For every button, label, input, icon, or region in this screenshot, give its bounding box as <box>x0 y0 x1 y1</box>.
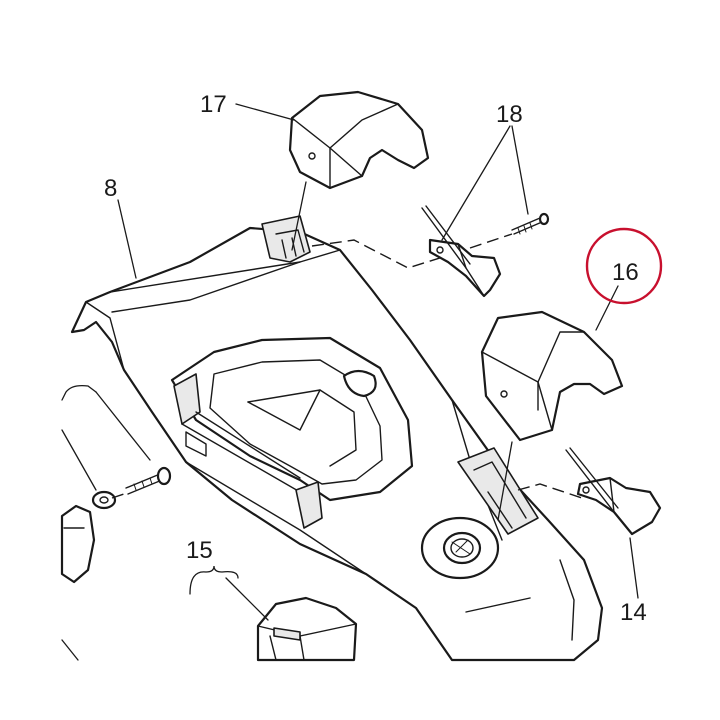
top-mount-socket <box>261 215 311 263</box>
left-washer <box>91 490 117 510</box>
handle-recess <box>170 336 414 502</box>
leader-16 <box>595 285 619 331</box>
screw-part-18 <box>511 212 550 235</box>
highlight-circle <box>585 227 663 305</box>
cap-part-17 <box>288 90 430 190</box>
leader-17 <box>235 103 295 121</box>
leader-18-right <box>511 125 529 215</box>
assembly-line-upper <box>311 239 447 269</box>
callout-15: 15 <box>186 537 213 564</box>
callout-18: 18 <box>496 101 523 128</box>
callout-14: 14 <box>620 599 647 626</box>
leader-14 <box>629 537 639 599</box>
bracket-left <box>61 384 97 401</box>
left-screw <box>125 466 172 495</box>
cap-part-16 <box>480 310 624 442</box>
callout-17: 17 <box>200 91 227 118</box>
leader-left-washer <box>61 429 97 491</box>
callout-16: 16 <box>612 259 639 286</box>
assembly-line-lower <box>517 483 583 499</box>
clip-rail <box>173 373 323 529</box>
leader-8 <box>117 199 137 279</box>
leader-15 <box>225 577 269 621</box>
leader-17-drop <box>291 181 307 251</box>
left-knob <box>60 504 96 584</box>
leader-left-screw <box>95 391 151 461</box>
assembly-line-left <box>111 493 125 499</box>
callout-8: 8 <box>104 175 117 202</box>
bracket-15 <box>189 565 239 595</box>
key-lock <box>420 516 500 580</box>
bottom-left-edge <box>61 639 79 661</box>
bracket-part-18 <box>421 205 502 298</box>
leader-16-drop <box>497 441 513 521</box>
clip-part-15 <box>256 596 358 662</box>
bracket-part-14 <box>565 447 662 536</box>
leader-18-left <box>441 125 511 241</box>
assembly-line-screw <box>469 233 513 249</box>
